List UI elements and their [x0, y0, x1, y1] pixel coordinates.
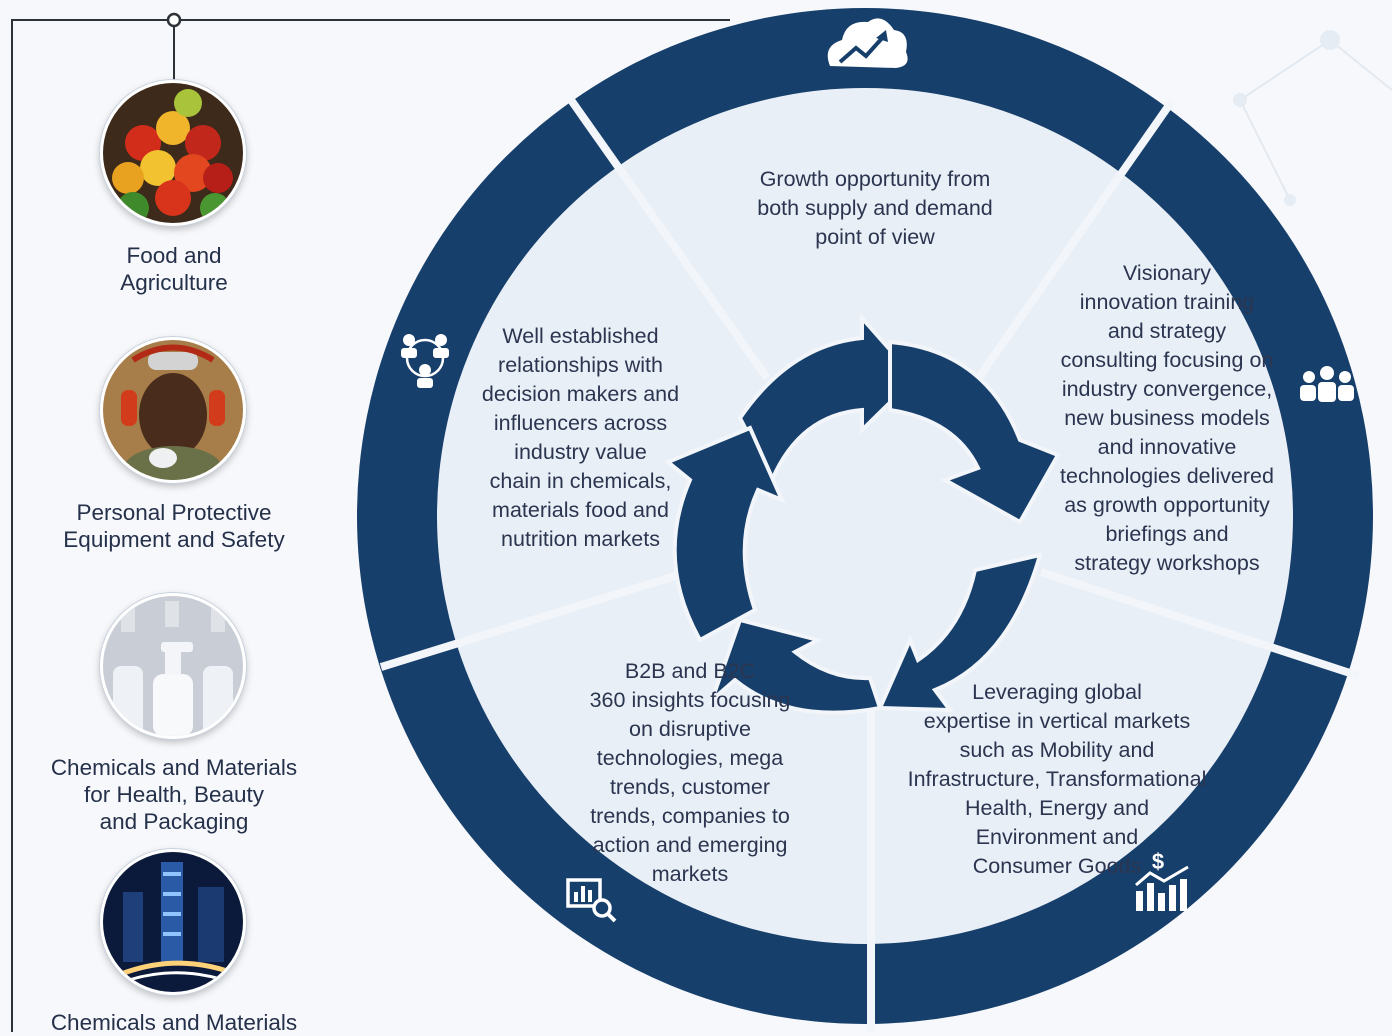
bottles-photo — [100, 593, 246, 739]
segment-text-leveraging: Leveraging global expertise in vertical … — [907, 680, 1207, 878]
segment-text-growth: Growth opportunity from both supply and … — [757, 167, 993, 249]
industry-label-chemicals: Chemicals and Materials — [50, 1010, 298, 1035]
industry-label-ppe: Personal Protective Equipment and Safety — [63, 500, 285, 552]
cycle-arrows — [664, 312, 1061, 715]
growth-wheel: $ — [357, 8, 1373, 1032]
segment-text-visionary: Visionary innovation training and strate… — [1060, 261, 1274, 575]
segment-text-relationships: Well established relationships with deci… — [481, 324, 680, 551]
industry-label-chemicals-health: Chemicals and Materials for Health, Beau… — [50, 755, 298, 834]
team-icon — [1300, 366, 1354, 402]
inner-disc — [437, 88, 1293, 944]
segment-text-insights: B2B and B2C 360 insights focusing on dis… — [589, 659, 791, 886]
industry-label-food: Food and Agriculture — [120, 243, 228, 295]
fruit-photo — [100, 80, 246, 226]
cloud-growth-icon — [827, 18, 908, 68]
analytics-search-icon — [566, 878, 617, 923]
worker-photo — [100, 337, 246, 483]
segment-dividers — [379, 97, 1361, 1032]
dollar-chart-icon: $ — [1135, 849, 1189, 911]
svg-text:$: $ — [1152, 849, 1164, 874]
city-photo — [100, 849, 246, 995]
network-people-icon — [401, 334, 449, 388]
